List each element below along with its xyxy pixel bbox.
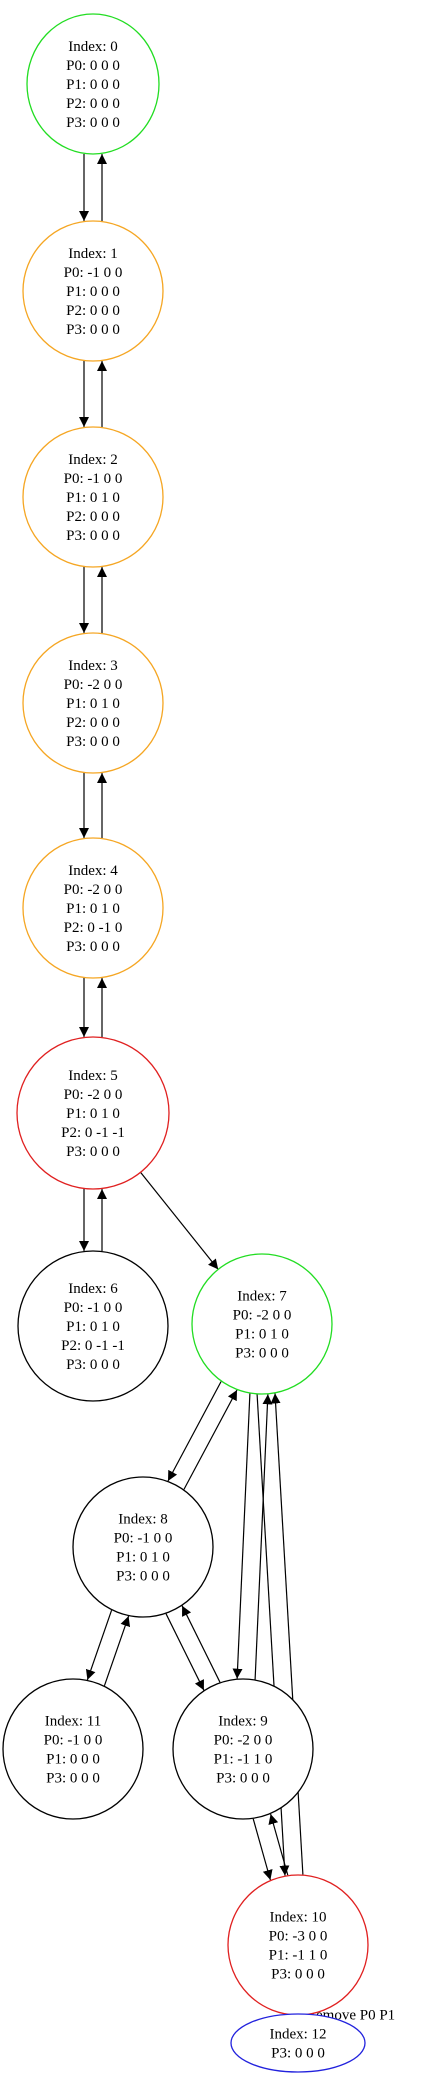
edge-n10-to-n7: [270, 1393, 304, 1875]
node-value-line: P1: 0 1 0: [235, 1327, 289, 1343]
node-ellipse: [230, 2013, 366, 2073]
node-ellipse: [26, 13, 160, 155]
edge-n7-to-n8: [167, 1381, 222, 1482]
edge-n7-to-n9: [232, 1393, 251, 1679]
node-value-line: P2: 0 -1 -1: [61, 1125, 125, 1141]
node-value-line: P1: 0 0 0: [46, 1752, 100, 1768]
node-value-line: P2: 0 0 0: [66, 96, 120, 112]
node-index-label: Index: 8: [118, 1512, 168, 1528]
state-node-n10: Index: 10 P0: -3 0 0 P1: -1 1 0 P3: 0 0 0: [227, 1874, 369, 2016]
node-ellipse: [22, 220, 164, 362]
state-node-n2: Index: 2 P0: -1 0 0 P1: 0 1 0 P2: 0 0 0 P3: …: [22, 426, 164, 568]
node-ellipse: [22, 837, 164, 979]
state-node-n6: Index: 6 P0: -1 0 0 P1: 0 1 0 P2: 0 -1 -1 P3…: [17, 1250, 169, 1402]
edge-n10-to-n9: [268, 1813, 289, 1876]
state-node-n12: Index: 12 P3: 0 0 0: [230, 2013, 366, 2073]
node-value-line: P0: -2 0 0: [64, 882, 123, 898]
node-ellipse: [2, 1678, 144, 1820]
node-value-line: P1: -1 1 0: [214, 1752, 273, 1768]
node-ellipse: [227, 1874, 369, 2016]
state-node-n5: Index: 5 P0: -2 0 0 P1: 0 1 0 P2: 0 -1 -1 P3…: [16, 1036, 170, 1190]
node-value-line: P1: 0 1 0: [66, 1106, 120, 1122]
node-value-line: P1: 0 1 0: [66, 490, 120, 506]
node-value-line: P2: 0 0 0: [66, 509, 120, 525]
node-ellipse: [22, 632, 164, 774]
node-value-line: P2: 0 -1 -1: [61, 1338, 125, 1354]
node-value-line: P1: 0 1 0: [116, 1550, 170, 1566]
state-node-n3: Index: 3 P0: -2 0 0 P1: 0 1 0 P2: 0 0 0 P3: …: [22, 632, 164, 774]
node-ellipse: [22, 426, 164, 568]
node-value-line: P3: 0 0 0: [66, 734, 120, 750]
node-index-label: Index: 0: [68, 39, 118, 55]
node-value-line: P2: 0 0 0: [66, 303, 120, 319]
node-value-line: P0: -1 0 0: [114, 1531, 173, 1547]
node-value-line: P0: -2 0 0: [64, 677, 123, 693]
state-node-n11: Index: 11 P0: -1 0 0 P1: 0 0 0 P3: 0 0 0: [2, 1678, 144, 1820]
state-node-n8: Index: 8 P0: -1 0 0 P1: 0 1 0 P3: 0 0 0: [72, 1476, 214, 1618]
node-value-line: P0: -2 0 0: [233, 1308, 292, 1324]
node-value-line: P1: 0 0 0: [66, 77, 120, 93]
node-ellipse: [172, 1678, 314, 1820]
node-value-line: P0: -1 0 0: [44, 1733, 103, 1749]
edge-n11-to-n8: [103, 1615, 131, 1686]
node-value-line: P2: 0 -1 0: [64, 920, 123, 936]
edge-n9-to-n7: [254, 1394, 273, 1680]
node-value-line: P2: 0 0 0: [66, 715, 120, 731]
node-ellipse: [16, 1036, 170, 1190]
edge-n8-to-n11: [85, 1610, 113, 1681]
state-node-n0: Index: 0 P0: 0 0 0 P1: 0 0 0 P2: 0 0 0 P3: 0…: [26, 13, 160, 155]
state-node-n7: Index: 7 P0: -2 0 0 P1: 0 1 0 P3: 0 0 0: [191, 1253, 333, 1395]
node-value-line: P3: 0 0 0: [66, 1357, 120, 1373]
state-node-n1: Index: 1 P0: -1 0 0 P1: 0 0 0 P2: 0 0 0 P3: …: [22, 220, 164, 362]
node-index-label: Index: 7: [237, 1289, 287, 1305]
node-value-line: P0: -3 0 0: [269, 1929, 328, 1945]
node-value-line: P0: -2 0 0: [64, 1087, 123, 1103]
node-value-line: P3: 0 0 0: [66, 528, 120, 544]
node-value-line: P0: -2 0 0: [214, 1733, 273, 1749]
node-index-label: Index: 9: [218, 1714, 268, 1730]
edges: Remove P0 P1: [79, 154, 395, 2024]
edge-n9-to-n8: [181, 1605, 221, 1683]
node-value-line: P1: 0 1 0: [66, 1319, 120, 1335]
node-index-label: Index: 6: [68, 1281, 118, 1297]
node-value-line: P3: 0 0 0: [116, 1569, 170, 1585]
edge-n5-to-n7: [140, 1171, 219, 1270]
node-index-label: Index: 11: [45, 1714, 102, 1730]
node-value-line: P0: 0 0 0: [66, 58, 120, 74]
node-value-line: P1: 0 1 0: [66, 696, 120, 712]
node-index-label: Index: 2: [68, 452, 118, 468]
edge-n9-to-n10: [252, 1818, 273, 1881]
nodes: Index: 0 P0: 0 0 0 P1: 0 0 0 P2: 0 0 0 P3: 0…: [2, 13, 369, 2073]
node-value-line: P1: 0 1 0: [66, 901, 120, 917]
node-value-line: P3: 0 0 0: [66, 115, 120, 131]
node-index-label: Index: 1: [68, 246, 118, 262]
node-value-line: P3: 0 0 0: [66, 1144, 120, 1160]
state-node-n9: Index: 9 P0: -2 0 0 P1: -1 1 0 P3: 0 0 0: [172, 1678, 314, 1820]
edge-n8-to-n9: [165, 1613, 205, 1691]
node-value-line: P3: 0 0 0: [271, 2046, 325, 2062]
node-value-line: P0: -1 0 0: [64, 1300, 123, 1316]
node-ellipse: [17, 1250, 169, 1402]
node-value-line: P1: 0 0 0: [66, 284, 120, 300]
node-value-line: P3: 0 0 0: [216, 1771, 270, 1787]
node-ellipse: [72, 1476, 214, 1618]
node-value-line: P0: -1 0 0: [64, 471, 123, 487]
node-index-label: Index: 4: [68, 863, 118, 879]
node-value-line: P3: 0 0 0: [46, 1771, 100, 1787]
node-value-line: P3: 0 0 0: [271, 1967, 325, 1983]
node-index-label: Index: 10: [269, 1910, 326, 1926]
state-node-n4: Index: 4 P0: -2 0 0 P1: 0 1 0 P2: 0 -1 0 P3:…: [22, 837, 164, 979]
node-value-line: P3: 0 0 0: [235, 1346, 289, 1362]
node-value-line: P1: -1 1 0: [269, 1948, 328, 1964]
node-index-label: Index: 12: [269, 2027, 326, 2043]
node-index-label: Index: 5: [68, 1068, 118, 1084]
node-value-line: P3: 0 0 0: [66, 322, 120, 338]
node-ellipse: [191, 1253, 333, 1395]
node-index-label: Index: 3: [68, 658, 118, 674]
node-value-line: P3: 0 0 0: [66, 939, 120, 955]
edge-n8-to-n7: [183, 1389, 238, 1490]
node-value-line: P0: -1 0 0: [64, 265, 123, 281]
